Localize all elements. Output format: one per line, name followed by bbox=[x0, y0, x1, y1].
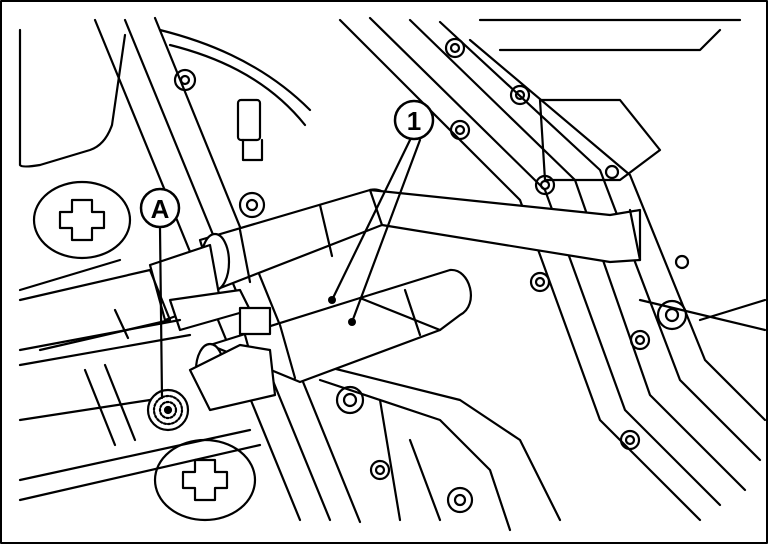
plus-symbol-upper bbox=[32, 180, 132, 260]
leader-dot-1b bbox=[328, 296, 336, 304]
callout-1: 1 bbox=[393, 99, 435, 141]
bolts bbox=[173, 37, 690, 514]
terminal-upper bbox=[148, 243, 252, 332]
connector-top bbox=[158, 28, 312, 162]
callout-1-label: 1 bbox=[407, 106, 421, 136]
callout-a: A bbox=[139, 187, 181, 229]
terminal-lower bbox=[188, 306, 277, 412]
cell-box-upper-left bbox=[18, 28, 127, 168]
vent-cap bbox=[146, 388, 190, 432]
leader-lines bbox=[158, 138, 422, 400]
leader-dot-1 bbox=[348, 318, 356, 326]
plus-symbol-lower bbox=[153, 438, 257, 522]
harness-cable-upper bbox=[198, 188, 642, 292]
callout-a-label: A bbox=[151, 194, 170, 224]
